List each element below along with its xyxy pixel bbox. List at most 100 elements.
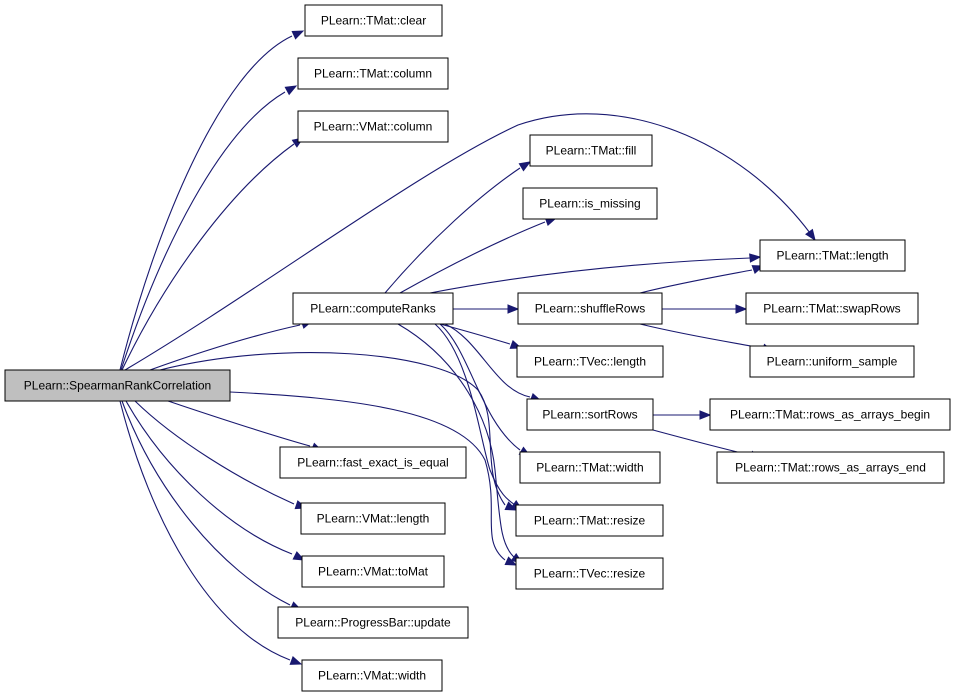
edge-computeRanks-to-is_missing [399, 221, 546, 294]
edge-root-to-vmat_width [119, 400, 291, 661]
node-label-tvec_resize: PLearn::TVec::resize [534, 567, 646, 581]
edge-computeRanks-to-tmat_width [439, 323, 521, 451]
node-label-tmat_width: PLearn::TMat::width [536, 461, 643, 475]
node-rows_end[interactable]: PLearn::TMat::rows_as_arrays_end [716, 451, 945, 484]
node-box-vmat_width [301, 659, 443, 692]
node-box-rows_begin [709, 398, 951, 431]
node-label-root: PLearn::SpearmanRankCorrelation [24, 379, 211, 393]
node-box-tmat_length [759, 239, 906, 272]
arrowhead-root-to-clear [291, 30, 305, 40]
node-tmat_width[interactable]: PLearn::TMat::width [519, 451, 661, 484]
node-box-progress_update [277, 606, 469, 639]
node-label-sortRows: PLearn::sortRows [542, 408, 637, 422]
arrowhead-shuffleRows-to-tmat_swapRows [735, 304, 748, 314]
edge-root-to-vmat_length [134, 400, 295, 505]
edge-root-to-fast_exact_is_equal [167, 400, 311, 447]
node-label-rows_begin: PLearn::TMat::rows_as_arrays_begin [730, 408, 930, 422]
node-fast_exact_is_equal[interactable]: PLearn::fast_exact_is_equal [279, 446, 467, 479]
edge-shuffleRows-to-uniform_sample [639, 323, 763, 349]
edge-root-to-tmat_column [120, 91, 286, 371]
edge-root-to-toMat [125, 400, 293, 555]
node-box-root [4, 369, 231, 402]
node-rows_begin[interactable]: PLearn::TMat::rows_as_arrays_begin [709, 398, 951, 431]
node-clear[interactable]: PLearn::TMat::clear [304, 4, 443, 37]
node-box-uniform_sample [749, 345, 915, 378]
node-shuffleRows[interactable]: PLearn::shuffleRows [517, 292, 663, 325]
node-label-tmat_column: PLearn::TMat::column [314, 67, 432, 81]
node-uniform_sample[interactable]: PLearn::uniform_sample [749, 345, 915, 378]
node-label-tmat_swapRows: PLearn::TMat::swapRows [763, 302, 900, 316]
node-root[interactable]: PLearn::SpearmanRankCorrelation [4, 369, 231, 402]
node-label-tmat_resize: PLearn::TMat::resize [534, 514, 646, 528]
node-box-vmat_column [297, 110, 449, 143]
node-tmat_column[interactable]: PLearn::TMat::column [297, 57, 449, 90]
node-label-is_missing: PLearn::is_missing [539, 197, 640, 211]
node-box-tmat_width [519, 451, 661, 484]
node-tvec_resize[interactable]: PLearn::TVec::resize [515, 557, 664, 590]
edge-computeRanks-to-tmat_length [429, 257, 751, 294]
node-label-toMat: PLearn::VMat::toMat [318, 565, 429, 579]
node-sortRows[interactable]: PLearn::sortRows [526, 398, 654, 431]
node-box-tmat_fill [529, 134, 653, 167]
call-graph-edges [119, 30, 816, 665]
node-box-fast_exact_is_equal [279, 446, 467, 479]
edge-computeRanks-to-tmat_fill [384, 167, 521, 294]
node-vmat_column[interactable]: PLearn::VMat::column [297, 110, 449, 143]
edge-root-to-vmat_column [121, 143, 295, 371]
node-label-vmat_column: PLearn::VMat::column [314, 120, 433, 134]
edge-root-to-progress_update [121, 400, 291, 606]
node-label-tmat_fill: PLearn::TMat::fill [546, 144, 637, 158]
node-box-clear [304, 4, 443, 37]
node-tvec_length[interactable]: PLearn::TVec::length [516, 345, 664, 378]
node-label-rows_end: PLearn::TMat::rows_as_arrays_end [735, 461, 926, 475]
node-box-is_missing [522, 187, 658, 220]
edge-computeRanks-to-sortRows [444, 323, 531, 398]
node-computeRanks[interactable]: PLearn::computeRanks [292, 292, 454, 325]
arrowhead-root-to-tmat_column [284, 85, 298, 96]
edge-root-to-computeRanks [149, 324, 301, 371]
node-box-shuffleRows [517, 292, 663, 325]
node-box-tvec_resize [515, 557, 664, 590]
arrowhead-root-to-vmat_width [289, 655, 303, 665]
edge-computeRanks-to-tmat_resize [434, 323, 516, 506]
node-label-tmat_length: PLearn::TMat::length [776, 249, 888, 263]
edge-computeRanks-to-tvec_resize [397, 323, 516, 559]
node-box-tvec_length [516, 345, 664, 378]
arrowhead-sortRows-to-rows_begin [699, 410, 712, 420]
call-graph-nodes: PLearn::SpearmanRankCorrelationPLearn::T… [4, 4, 951, 692]
edge-sortRows-to-rows_end [652, 429, 751, 456]
node-tmat_fill[interactable]: PLearn::TMat::fill [529, 134, 653, 167]
arrowhead-computeRanks-to-tmat_length [749, 253, 762, 263]
node-box-sortRows [526, 398, 654, 431]
node-label-progress_update: PLearn::ProgressBar::update [295, 616, 451, 630]
node-vmat_width[interactable]: PLearn::VMat::width [301, 659, 443, 692]
node-box-tmat_column [297, 57, 449, 90]
node-label-shuffleRows: PLearn::shuffleRows [535, 302, 646, 316]
arrowhead-computeRanks-to-shuffleRows [507, 304, 520, 314]
edge-computeRanks-to-tvec_length [439, 323, 511, 345]
node-box-tmat_swapRows [745, 292, 919, 325]
arrowhead-root-to-tmat_length [805, 228, 816, 242]
node-label-uniform_sample: PLearn::uniform_sample [767, 355, 898, 369]
node-box-computeRanks [292, 292, 454, 325]
node-box-rows_end [716, 451, 945, 484]
node-progress_update[interactable]: PLearn::ProgressBar::update [277, 606, 469, 639]
node-tmat_swapRows[interactable]: PLearn::TMat::swapRows [745, 292, 919, 325]
node-label-clear: PLearn::TMat::clear [321, 14, 426, 28]
node-toMat[interactable]: PLearn::VMat::toMat [301, 555, 445, 588]
node-label-tvec_length: PLearn::TVec::length [534, 355, 646, 369]
edge-shuffleRows-to-tmat_length [639, 269, 753, 294]
node-label-vmat_length: PLearn::VMat::length [317, 512, 430, 526]
edge-root-to-tvec_resize [229, 391, 506, 561]
node-tmat_resize[interactable]: PLearn::TMat::resize [515, 504, 664, 537]
node-box-toMat [301, 555, 445, 588]
node-box-tmat_resize [515, 504, 664, 537]
arrowhead-computeRanks-to-tmat_fill [518, 161, 532, 172]
node-box-vmat_length [300, 502, 446, 535]
node-is_missing[interactable]: PLearn::is_missing [522, 187, 658, 220]
node-vmat_length[interactable]: PLearn::VMat::length [300, 502, 446, 535]
node-label-vmat_width: PLearn::VMat::width [318, 669, 426, 683]
node-label-fast_exact_is_equal: PLearn::fast_exact_is_equal [297, 456, 448, 470]
node-tmat_length[interactable]: PLearn::TMat::length [759, 239, 906, 272]
